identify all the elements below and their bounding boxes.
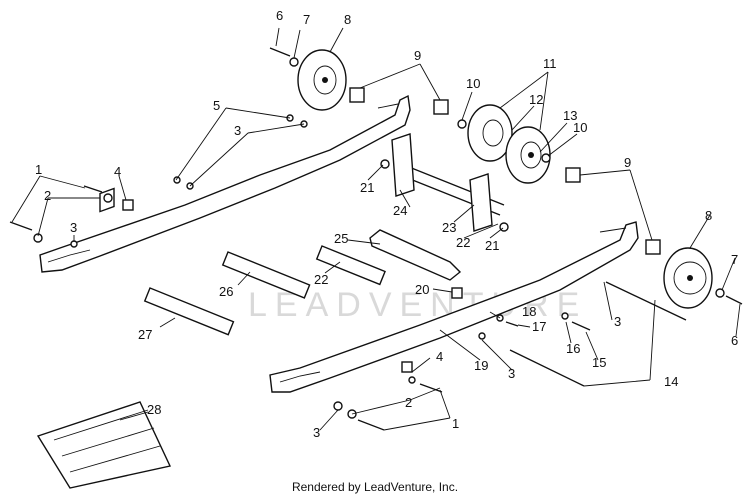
callout-13: 13	[563, 108, 577, 123]
callout-17: 17	[532, 319, 546, 334]
footer-credit: Rendered by LeadVenture, Inc.	[291, 480, 459, 494]
hifax-slide	[36, 401, 172, 489]
callout-8: 8	[344, 12, 351, 27]
callout-26: 26	[219, 284, 233, 299]
callout-1b: 1	[452, 416, 459, 431]
fasteners	[9, 47, 743, 431]
callout-3c: 3	[614, 314, 621, 329]
callout-16: 16	[566, 341, 580, 356]
callout-19: 19	[474, 358, 488, 373]
callout-3e: 3	[313, 425, 320, 440]
callout-22b: 22	[314, 272, 328, 287]
callout-10: 10	[466, 76, 480, 91]
callout-21b: 21	[485, 238, 499, 253]
callout-15: 15	[592, 355, 606, 370]
callout-18: 18	[522, 304, 536, 319]
callout-5: 5	[213, 98, 220, 113]
callout-12: 12	[529, 92, 543, 107]
cross-shafts	[143, 229, 462, 336]
rear-axle	[391, 133, 505, 232]
callout-2b: 2	[405, 395, 412, 410]
callout-6b: 6	[731, 333, 738, 348]
right-rail	[269, 221, 639, 393]
callout-25: 25	[334, 231, 348, 246]
callout-9b: 9	[624, 155, 631, 170]
callout-4a: 4	[114, 164, 121, 179]
callout-3d: 3	[508, 366, 515, 381]
callout-11: 11	[543, 56, 557, 71]
wheel-right	[663, 247, 713, 309]
callout-10b: 10	[573, 120, 587, 135]
wheel-left-top	[297, 49, 347, 111]
callout-6: 6	[276, 8, 283, 23]
callout-3a: 3	[234, 123, 241, 138]
callout-labels: 6 7 8 9 10 11 12 13 10 5 3 1 4 2 3 21 24…	[35, 8, 738, 440]
callout-4b: 4	[436, 349, 443, 364]
callout-14: 14	[664, 374, 678, 389]
callout-20: 20	[415, 282, 429, 297]
left-rail	[39, 94, 411, 273]
callout-28: 28	[147, 402, 161, 417]
callout-24: 24	[393, 203, 407, 218]
callout-2a: 2	[44, 188, 51, 203]
callout-22a: 22	[456, 235, 470, 250]
leader-lines	[11, 27, 741, 431]
callout-9: 9	[414, 48, 421, 63]
callout-23: 23	[442, 220, 456, 235]
callout-21a: 21	[360, 180, 374, 195]
callout-7: 7	[303, 12, 310, 27]
callout-3b: 3	[70, 220, 77, 235]
callout-8b: 8	[705, 208, 712, 223]
wheel-center-left	[467, 104, 513, 162]
callout-27: 27	[138, 327, 152, 342]
spacer-blocks	[122, 87, 661, 373]
callout-7b: 7	[731, 252, 738, 267]
callout-1a: 1	[35, 162, 42, 177]
